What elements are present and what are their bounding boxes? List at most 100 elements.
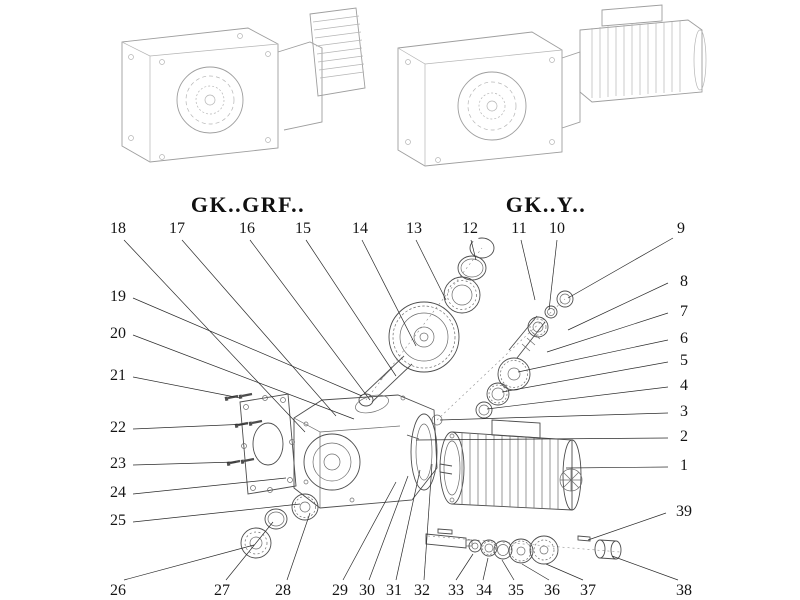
callout-leader-line-34 [482, 557, 489, 581]
callout-number-32: 32 [414, 582, 430, 599]
taper-bearing [443, 276, 481, 314]
callout-leader-line-26 [123, 544, 255, 581]
callout-number-36: 36 [544, 582, 560, 599]
callout-number-20: 20 [110, 325, 126, 342]
callout-number-28: 28 [275, 582, 291, 599]
electric-motor [439, 419, 583, 511]
callout-number-6: 6 [680, 330, 688, 347]
callout-leader-line-23 [132, 461, 237, 466]
callout-number-31: 31 [386, 582, 402, 599]
callout-number-23: 23 [110, 455, 126, 472]
callout-leader-line-16 [249, 239, 371, 401]
callout-number-7: 7 [680, 303, 688, 320]
callout-number-25: 25 [110, 512, 126, 529]
callout-number-14: 14 [352, 220, 368, 237]
callout-leader-line-25 [132, 503, 301, 523]
callout-number-11: 11 [511, 220, 526, 237]
callout-leader-line-10 [548, 239, 558, 311]
callout-leader-line-30 [368, 475, 409, 581]
callout-leader-line-29 [342, 481, 397, 581]
callout-number-19: 19 [110, 288, 126, 305]
callout-leader-line-17 [181, 239, 337, 417]
callout-number-8: 8 [680, 273, 688, 290]
callout-number-38: 38 [676, 582, 692, 599]
callout-leader-line-32 [423, 463, 433, 581]
callout-number-12: 12 [462, 220, 478, 237]
retaining-ring [264, 508, 288, 530]
callout-number-2: 2 [680, 428, 688, 445]
callout-number-35: 35 [508, 582, 524, 599]
callout-number-9: 9 [677, 220, 685, 237]
hex-bolts [224, 392, 263, 466]
assembled-view-gk-y [397, 4, 707, 167]
callout-leader-line-4 [486, 386, 669, 410]
callout-number-39: 39 [676, 503, 692, 520]
callout-number-30: 30 [359, 582, 375, 599]
callout-number-16: 16 [239, 220, 255, 237]
callout-leader-line-33 [455, 553, 474, 581]
callout-leader-line-1 [565, 466, 669, 469]
callout-number-22: 22 [110, 419, 126, 436]
callout-leader-line-37 [545, 563, 584, 581]
variant-label-gk-y: GK..Y.. [506, 192, 587, 217]
seal-ring [457, 255, 487, 281]
axis-line-output-shaft [365, 247, 483, 401]
callout-number-4: 4 [680, 377, 688, 394]
callout-number-37: 37 [580, 582, 596, 599]
callout-number-5: 5 [680, 352, 688, 369]
callout-leader-line-14 [361, 239, 417, 347]
callout-leader-line-38 [611, 555, 679, 581]
mounting-flange-plate [239, 393, 297, 495]
input-shaft-parts [425, 528, 622, 565]
callout-leader-line-18 [123, 239, 306, 433]
callout-leader-line-31 [395, 469, 421, 581]
callout-number-1: 1 [680, 457, 688, 474]
callout-leader-line-11 [520, 239, 536, 301]
callout-leader-line-7 [546, 312, 669, 353]
callout-leader-line-12 [470, 239, 477, 261]
gear-housing [293, 394, 443, 509]
callout-leader-line-2 [415, 437, 669, 441]
callout-leader-line-5 [501, 361, 669, 393]
callout-leader-line-28 [286, 512, 311, 581]
callout-number-26: 26 [110, 582, 126, 599]
callout-leader-line-21 [132, 376, 241, 399]
output-gear-shaft [358, 301, 460, 407]
callout-number-17: 17 [169, 220, 185, 237]
exploded-view [224, 237, 622, 565]
callout-number-33: 33 [448, 582, 464, 599]
callout-number-24: 24 [110, 484, 126, 501]
callout-leader-line-27 [225, 521, 274, 581]
callout-leader-line-24 [132, 477, 287, 495]
output-bearing [240, 527, 272, 559]
callout-leader-line-35 [501, 559, 515, 581]
callout-number-13: 13 [406, 220, 422, 237]
callout-leader-line-20 [132, 334, 355, 420]
variant-label-gk-grf: GK..GRF.. [191, 192, 305, 217]
input-pinion-assembly [475, 290, 574, 419]
circlip [469, 237, 495, 259]
callout-leader-line-15 [305, 239, 397, 377]
callout-leader-line-36 [521, 563, 550, 581]
callout-number-3: 3 [680, 403, 688, 420]
callout-number-21: 21 [110, 367, 126, 384]
small-gear [291, 493, 319, 521]
callout-leader-line-8 [567, 282, 669, 331]
callout-leader-line-13 [415, 239, 447, 301]
callout-number-34: 34 [476, 582, 492, 599]
assembled-view-gk-grf [121, 7, 366, 163]
callout-leader-line-19 [132, 297, 363, 397]
callout-leader-line-6 [517, 339, 669, 373]
callout-leader-line-39 [587, 512, 667, 541]
callout-leader-line-22 [132, 423, 249, 430]
callout-number-29: 29 [332, 582, 348, 599]
axis-line-bottom-shaft [427, 535, 621, 553]
callout-number-10: 10 [549, 220, 565, 237]
callout-number-15: 15 [295, 220, 311, 237]
callout-number-27: 27 [214, 582, 230, 599]
callout-leader-line-3 [439, 412, 669, 421]
callout-leader-line-9 [567, 237, 674, 299]
